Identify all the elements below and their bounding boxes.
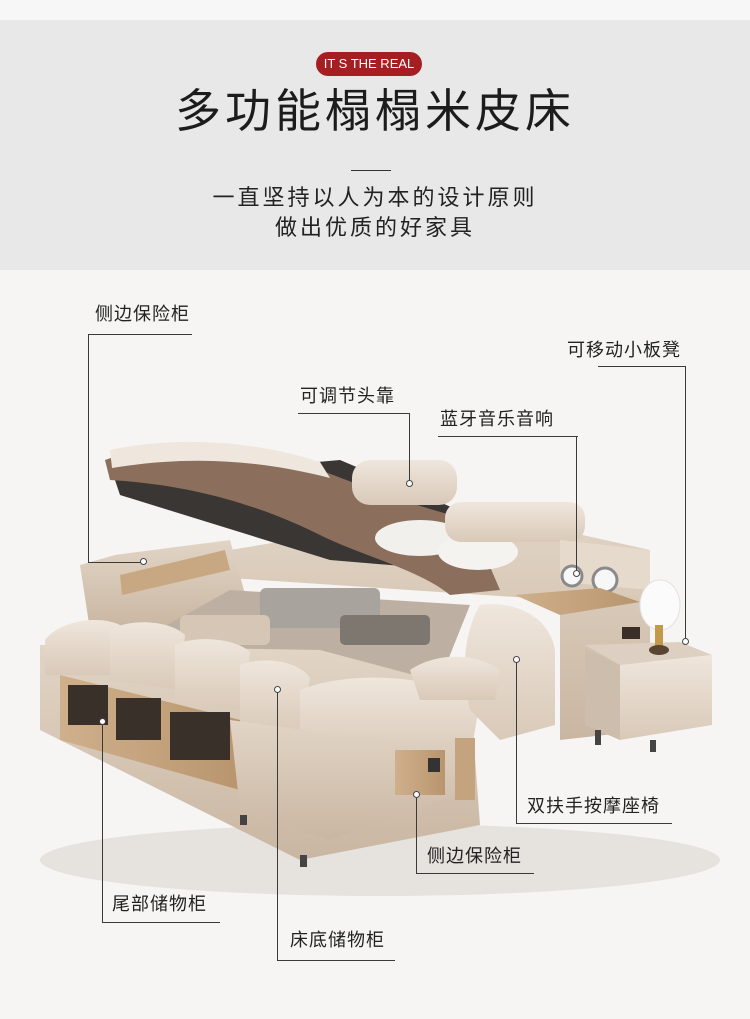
line-movable-stool-v bbox=[685, 366, 686, 642]
label-massage-chair: 双扶手按摩座椅 bbox=[527, 796, 660, 817]
stool-body bbox=[585, 648, 620, 740]
line-headrest-v bbox=[409, 413, 410, 483]
real-badge: IT S THE REAL bbox=[316, 52, 422, 76]
dot-headrest bbox=[406, 480, 413, 487]
tail-cushion-1 bbox=[45, 620, 120, 675]
pillow-right bbox=[438, 534, 518, 570]
dot-speaker bbox=[573, 570, 580, 577]
lamp-stem bbox=[655, 625, 663, 650]
title-divider bbox=[351, 170, 391, 171]
product-scene: 侧边保险柜 可移动小板凳 可调节头靠 蓝牙音乐音响 双扶手按摩座椅 侧边保险柜 … bbox=[0, 270, 750, 1019]
bed-back-frame bbox=[110, 510, 650, 740]
label-tail-storage: 尾部储物柜 bbox=[112, 894, 207, 915]
line-tail-h bbox=[102, 922, 220, 923]
lifted-mattress-top bbox=[110, 441, 330, 478]
massage-chair bbox=[464, 604, 555, 740]
chair-arm bbox=[410, 656, 500, 700]
line-side-cabinet-bottom-h bbox=[416, 873, 534, 874]
line-underbed-v bbox=[277, 690, 278, 960]
line-tail-v bbox=[102, 722, 103, 922]
tail-cushion-2 bbox=[110, 622, 185, 690]
dot-tail bbox=[99, 718, 106, 725]
line-speaker-h bbox=[438, 436, 578, 437]
stool-top bbox=[585, 642, 712, 665]
line-side-cabinet-bottom-v bbox=[416, 795, 417, 873]
subtitle-line-2: 做出优质的好家具 bbox=[274, 216, 475, 241]
label-movable-stool: 可移动小板凳 bbox=[567, 340, 681, 361]
line-underbed-h bbox=[277, 960, 395, 961]
dot-underbed bbox=[274, 686, 281, 693]
side-table-top bbox=[515, 588, 640, 615]
headrest-right bbox=[445, 502, 585, 542]
speaker-left-icon bbox=[560, 564, 584, 588]
line-side-cabinet-top-h bbox=[88, 334, 192, 335]
tail-cushion-4 bbox=[240, 660, 310, 735]
header-banner: IT S THE REAL 多功能榻榻米皮床 一直坚持以人为本的设计原则 做出优… bbox=[0, 0, 750, 270]
label-bluetooth-speaker: 蓝牙音乐音响 bbox=[440, 409, 554, 430]
page-title: 多功能榻榻米皮床 bbox=[175, 84, 575, 138]
left-shelf bbox=[120, 550, 230, 595]
line-side-cabinet-top-v bbox=[88, 334, 89, 562]
tail-cushion-3 bbox=[175, 639, 250, 710]
dot-side-cabinet-top bbox=[140, 558, 147, 565]
safe-cubby bbox=[395, 750, 445, 795]
floor-shadow bbox=[40, 824, 720, 896]
lamp-shade bbox=[639, 579, 681, 631]
line-movable-stool-h bbox=[598, 366, 686, 367]
headrest-left bbox=[352, 460, 457, 505]
line-side-cabinet-top-h2 bbox=[88, 562, 143, 563]
label-side-cabinet-top: 侧边保险柜 bbox=[95, 304, 190, 325]
label-under-bed-storage: 床底储物柜 bbox=[290, 930, 385, 951]
cubby-3 bbox=[170, 712, 230, 760]
top-strip bbox=[0, 0, 750, 20]
safe-keypad bbox=[428, 758, 440, 772]
lamp-base bbox=[649, 645, 669, 655]
leg-1 bbox=[595, 730, 601, 745]
leg-4 bbox=[240, 815, 247, 825]
leg-2 bbox=[650, 740, 656, 752]
label-side-cabinet-bottom: 侧边保险柜 bbox=[427, 846, 522, 867]
stool-front bbox=[620, 655, 712, 740]
lifted-mattress-cover bbox=[105, 447, 500, 595]
dot-chair bbox=[513, 656, 520, 663]
small-box bbox=[622, 627, 640, 639]
line-headrest-h bbox=[298, 413, 410, 414]
dot-movable-stool bbox=[682, 638, 689, 645]
line-chair-h bbox=[516, 823, 672, 824]
label-adjustable-headrest: 可调节头靠 bbox=[300, 386, 395, 407]
cubby-2 bbox=[116, 698, 161, 740]
dot-side-cabinet-bottom bbox=[413, 791, 420, 798]
bed-illustration bbox=[40, 441, 720, 896]
safe-door bbox=[455, 738, 475, 800]
stored-pillow bbox=[180, 615, 270, 645]
line-chair-v bbox=[516, 660, 517, 823]
leg-3 bbox=[300, 855, 307, 867]
line-speaker-v bbox=[576, 436, 577, 574]
subtitle-line-1: 一直坚持以人为本的设计原则 bbox=[212, 186, 538, 211]
stored-cloth bbox=[340, 615, 430, 645]
